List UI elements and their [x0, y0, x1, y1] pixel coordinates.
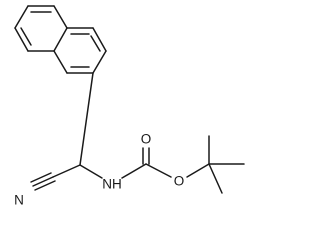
- double-bond-inner: [90, 35, 101, 52]
- methyl-bond: [208, 163, 223, 194]
- bond: [53, 5, 68, 29]
- bond: [14, 5, 29, 29]
- nitrile-group: N: [14, 164, 81, 208]
- bond-alpha-to-nitrile-carbon: [52, 164, 81, 178]
- double-bond-inner: [20, 27, 32, 46]
- naphthalene-right-ring: [53, 27, 107, 74]
- triple-bond-line: [34, 180, 56, 191]
- naphthalene-left-ring: [14, 5, 68, 52]
- carbamate-group: NH O O: [79, 132, 210, 192]
- nitrile-nitrogen-label: N: [14, 193, 24, 208]
- amine-nh-label: NH: [102, 177, 122, 192]
- triple-bond-line: [30, 172, 52, 183]
- bond: [53, 27, 68, 52]
- tert-butyl-group: [208, 135, 245, 194]
- triple-bond-line: [32, 176, 54, 187]
- bond: [92, 50, 107, 74]
- bond: [53, 50, 68, 74]
- bond-ring-to-alpha-carbon: [79, 72, 94, 166]
- carbonyl-oxygen-label: O: [141, 132, 152, 147]
- bond: [14, 27, 29, 52]
- ester-oxygen-label: O: [174, 174, 185, 189]
- molecule-structure-diagram: N NH O O: [14, 5, 245, 208]
- bond: [92, 27, 107, 52]
- bond-ester-oxygen-to-tbutyl: [186, 163, 210, 178]
- bond-alpha-to-nh: [79, 164, 103, 179]
- bond-nh-to-carbonyl-carbon: [121, 163, 147, 179]
- bond-carbonyl-to-ester-oxygen: [145, 163, 172, 178]
